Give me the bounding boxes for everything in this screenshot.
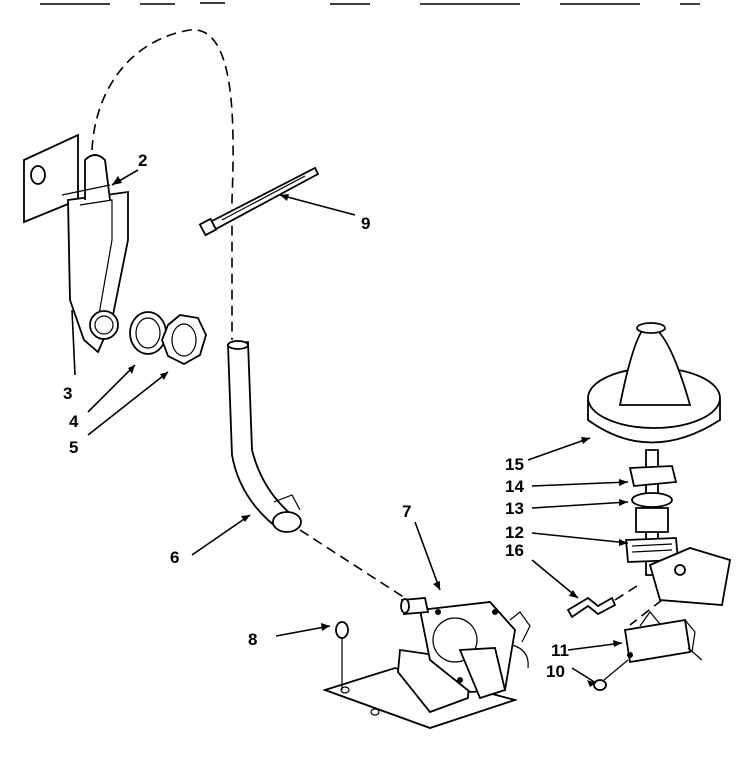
cropped-top-edge [40,2,700,5]
callout-13: 13 [505,499,524,518]
callout-10: 10 [546,662,565,681]
callout-16: 16 [505,541,524,560]
fill-hose [227,340,302,533]
callout-9: 9 [361,214,370,233]
callout-12: 12 [505,523,524,542]
switch-lever-arm [629,547,732,626]
water-valve [322,597,531,729]
seal-ring [129,311,167,355]
retaining-clip [566,583,641,619]
callout-7: 7 [402,502,411,521]
callout-4: 4 [69,412,79,431]
float-stem-assembly [625,449,679,576]
hose-routing-dashed-line [91,29,234,340]
float-cup [587,322,721,444]
fill-funnel-bracket [23,133,129,354]
callout-15: 15 [505,455,524,474]
callout-8: 8 [248,630,257,649]
leader-arrowheads [112,176,628,687]
leader-lines [71,169,629,684]
screw [335,621,349,690]
switch-screw [593,659,629,691]
hex-nut [161,314,207,366]
cable-tie [198,166,320,237]
callout-11: 11 [551,641,569,660]
callout-6: 6 [170,548,179,567]
callout-5: 5 [69,438,78,457]
callout-2: 2 [138,151,147,170]
hose-to-valve-dashed-line [299,529,406,599]
micro-switch [623,611,703,664]
callout-14: 14 [505,477,524,496]
callout-3: 3 [63,384,72,403]
callout-labels: 2 3 4 5 6 7 8 9 10 11 12 13 14 15 16 [63,151,569,681]
